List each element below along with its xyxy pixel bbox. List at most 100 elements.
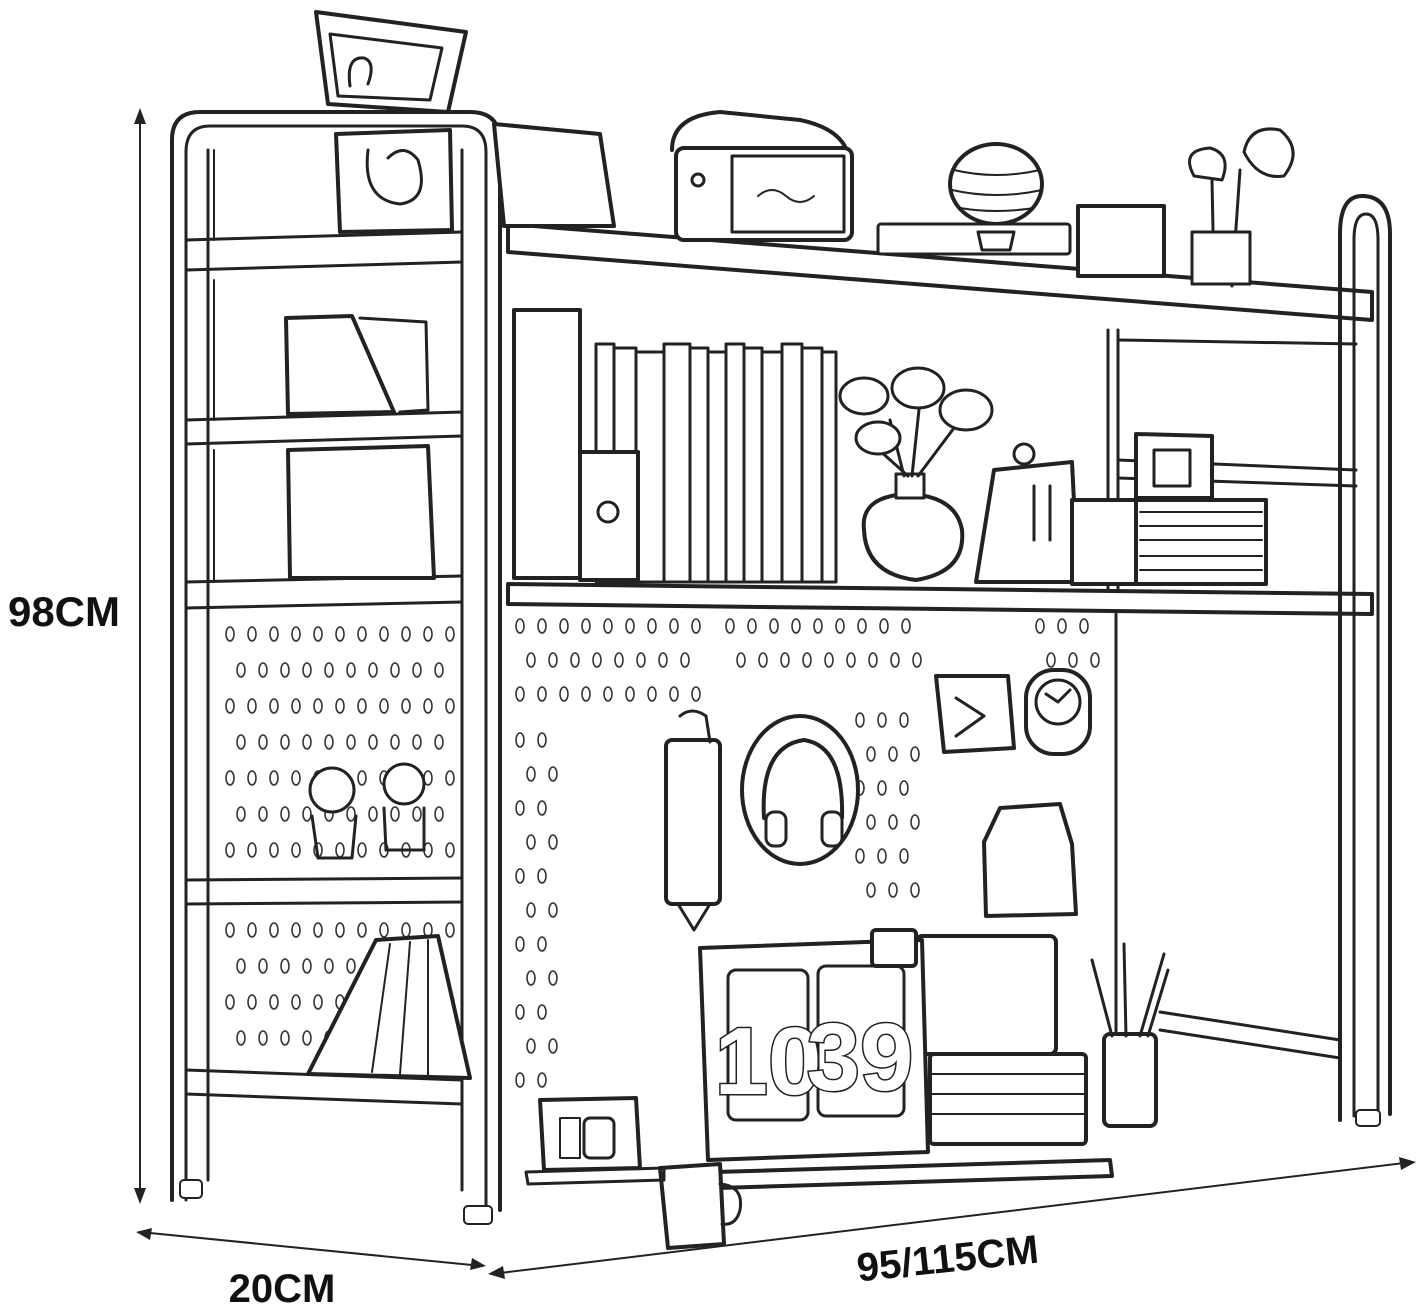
peg-hole [390,734,400,750]
peg-hole [225,842,235,858]
peg-hole [335,698,345,714]
headphones [740,714,860,866]
peg-hole [890,652,900,668]
clock-hours: 10 [715,1008,822,1115]
peg-hole [857,618,867,634]
peg-hole [401,698,411,714]
peg-hole [335,842,345,858]
peg-hole [866,746,876,762]
peg-hole [258,806,268,822]
peg-hole [1057,618,1067,634]
peg-hole [548,652,558,668]
peg-hole [769,618,779,634]
peg-hole [379,626,389,642]
peg-hole [225,770,235,786]
clock-minutes: 39 [807,1004,914,1111]
peg-hole [302,1030,312,1046]
peg-hole [515,936,525,952]
peg-hole [855,712,865,728]
peg-hole [368,734,378,750]
peg-hole [1079,618,1089,634]
peg-hole [1090,652,1100,668]
peg-hole [669,618,679,634]
peg-hole [280,662,290,678]
peg-hole [691,686,701,702]
book-spine [706,350,728,584]
hanging-tablet [664,709,722,932]
peg-hole [910,746,920,762]
peg-hole [258,734,268,750]
peg-hole [877,712,887,728]
peg-hole [368,806,378,822]
peg-hole [445,626,455,642]
peg-hole [291,698,301,714]
peg-hole [269,698,279,714]
peg-hole [603,686,613,702]
peg-hole [515,686,525,702]
peg-hole [291,922,301,938]
book-spine [688,346,710,584]
peg-hole [434,734,444,750]
peg-hole [526,834,536,850]
desk-mat [714,1158,1114,1190]
peg-hole [1068,652,1078,668]
peg-hole [258,1030,268,1046]
peg-hole [412,662,422,678]
peg-hole [247,994,257,1010]
wall-clock [1024,668,1092,756]
peg-hole [758,652,768,668]
book-spine [800,346,824,584]
peg-hole [324,958,334,974]
peg-hole [335,922,345,938]
peg-hole [1046,652,1056,668]
peg-hole [313,994,323,1010]
peg-hole [390,806,400,822]
peg-hole [445,842,455,858]
peg-hole [247,626,257,642]
depth-dimension [136,1228,486,1270]
peg-hole [346,806,356,822]
peg-hole [401,626,411,642]
picture-frame-top [314,10,468,114]
wall-picture-triangle [934,674,1016,754]
peg-hole [357,770,367,786]
peg-hole [570,652,580,668]
peg-hole [434,806,444,822]
peg-hole [899,712,909,728]
tablet-board [492,122,616,228]
peg-hole [280,734,290,750]
peg-hole [423,698,433,714]
peg-hole [526,970,536,986]
peg-hole [269,626,279,642]
picture-frame-side [334,128,454,234]
peg-hole [603,618,613,634]
peg-hole [559,686,569,702]
peg-hole [625,686,635,702]
peg-hole [291,626,301,642]
peg-hole [680,652,690,668]
peg-hole [247,842,257,858]
peg-hole [614,652,624,668]
peg-hole [269,922,279,938]
peg-hole [888,882,898,898]
peg-hole [548,1038,558,1054]
peg-hole [412,806,422,822]
peg-hole [357,922,367,938]
book-spine [634,350,666,584]
peg-hole [526,766,536,782]
peg-hole [302,662,312,678]
peg-hole [269,770,279,786]
peg-hole [548,902,558,918]
book-spine [662,342,692,584]
width-label: 95/115CM [855,1228,1041,1291]
peg-hole [824,652,834,668]
peg-hole [647,686,657,702]
width-dimension [488,1157,1416,1279]
peg-hole [269,994,279,1010]
pegboard-main [515,618,1100,1088]
peg-hole [725,618,735,634]
radio-speaker [670,110,854,242]
book-spine [760,350,784,584]
peg-hole [368,662,378,678]
peg-hole [669,686,679,702]
